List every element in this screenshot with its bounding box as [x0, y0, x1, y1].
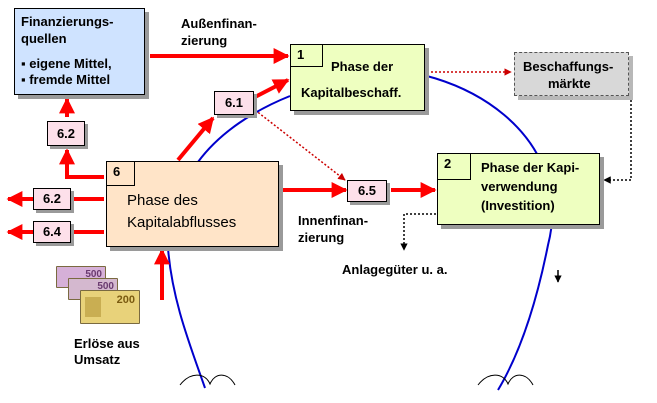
label-6-1: 6.1	[214, 91, 254, 115]
phase-2-box: 2 Phase der Kapi- verwendung (Investitio…	[437, 153, 600, 225]
finance-sources-box: Finanzierungs- quellen ▪ eigene Mittel, …	[14, 8, 145, 95]
banknotes-image: 500 500 200	[56, 266, 142, 326]
phase-2-line-1: Phase der Kapi-	[481, 160, 580, 175]
banknote-value-2: 200	[116, 294, 135, 306]
banknote-value-1: 500	[85, 269, 102, 280]
internal-financing-line-2: zierung	[298, 230, 345, 245]
cycle-break-right	[477, 374, 534, 386]
external-financing-line-2: zierung	[181, 33, 228, 48]
phase-2-line-2: verwendung	[481, 179, 558, 194]
phase-6-line-2: Kapitalabflusses	[127, 214, 237, 231]
finance-sources-bullet-1: ▪ eigene Mittel,	[21, 56, 112, 71]
phase-2-number: 2	[438, 154, 471, 180]
finance-sources-bullet-2: ▪ fremde Mittel	[21, 72, 111, 87]
arrow-to-label-6-2-top	[59, 148, 104, 179]
phase-2-line-3: (Investition)	[481, 198, 555, 213]
phase-6-line-1: Phase des	[127, 192, 198, 209]
banknote-value-1b: 500	[97, 281, 114, 292]
label-6-2-top: 6.2	[47, 121, 85, 146]
phase-1-box: 1 Phase der Kapitalbeschaff.	[290, 44, 425, 111]
label-6-2-left: 6.2	[33, 188, 71, 210]
banknote-yellow: 200	[80, 290, 140, 324]
dotted-arrow-6-1-to-6-5	[254, 109, 346, 181]
revenue-line-2: Umsatz	[74, 352, 121, 367]
finance-sources-title-1: Finanzierungs-	[21, 14, 114, 29]
phase-1-number: 1	[291, 45, 323, 67]
arrow-to-label-6-1	[176, 116, 215, 162]
phase-1-line-1: Phase der	[331, 59, 394, 74]
phase-6-number: 6	[107, 162, 135, 186]
internal-financing-line-1: Innenfinan-	[298, 213, 369, 228]
phase-6-box: 6 Phase des Kapitalabflusses	[106, 161, 279, 247]
banknote-window	[85, 297, 101, 317]
dotted-arrow-to-assets	[400, 213, 436, 251]
phase-1-line-2: Kapitalbeschaff.	[301, 85, 402, 100]
dotted-arrow-markets-to-phase2	[603, 88, 632, 184]
revenue-line-1: Erlöse aus	[74, 336, 140, 351]
finance-sources-title-2: quellen	[21, 31, 67, 46]
external-financing-line-1: Außenfinan-	[181, 16, 257, 31]
cycle-arc-top-right	[349, 66, 554, 391]
markets-line-1: Beschaffungs-	[523, 59, 614, 74]
label-6-4: 6.4	[33, 221, 71, 243]
arrow-6-1-to-phase1	[254, 78, 290, 99]
procurement-markets-box: Beschaffungs- märkte	[514, 52, 629, 96]
assets-label: Anlagegüter u. a.	[342, 262, 448, 277]
cycle-break-left	[179, 374, 236, 386]
cycle-arc-top-left	[197, 95, 291, 163]
label-6-5: 6.5	[347, 180, 387, 202]
cycle-arc-bottom-left	[167, 247, 206, 389]
markets-line-2: märkte	[548, 76, 591, 91]
